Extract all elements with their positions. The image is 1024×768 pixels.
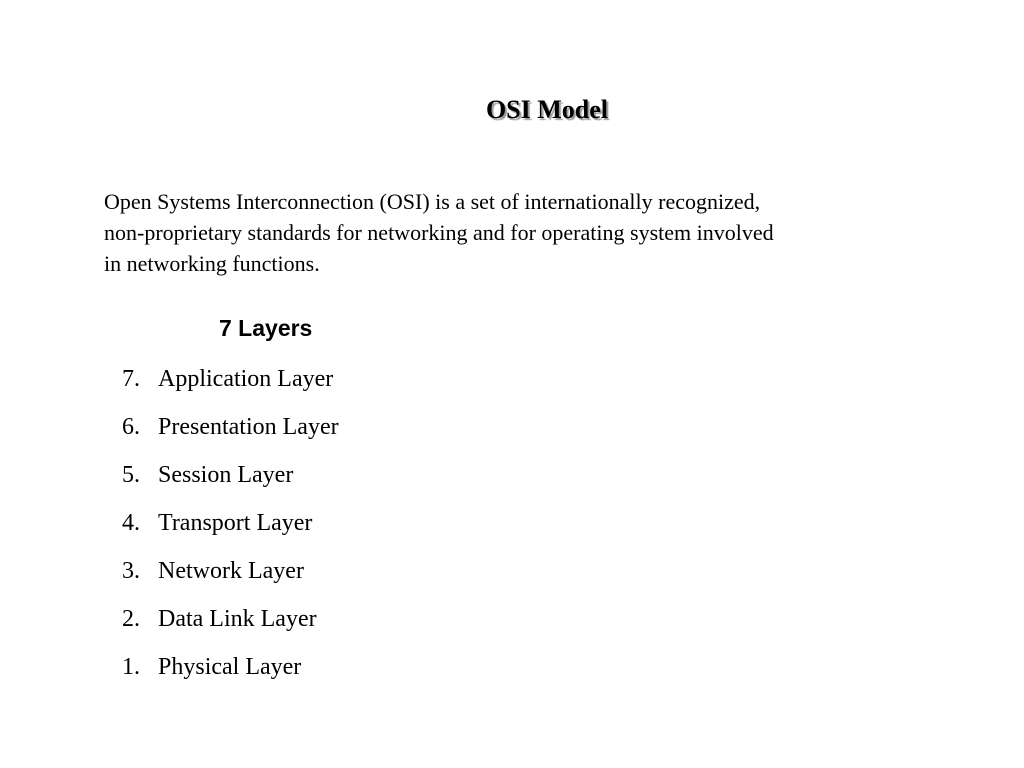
layer-name: Network Layer [158,558,304,584]
layer-number: 6. [122,414,140,440]
layer-name: Transport Layer [158,510,313,536]
layer-item: 5. Session Layer [122,458,339,506]
layer-name: Session Layer [158,462,294,488]
layer-name: Presentation Layer [158,414,339,440]
layer-name: Data Link Layer [158,606,317,632]
layer-name: Application Layer [158,366,334,392]
layer-item: 4. Transport Layer [122,506,339,554]
intro-line: Open Systems Interconnection (OSI) is a … [104,189,761,214]
layers-heading: 7 Layers [219,315,313,341]
layer-number: 7. [122,366,140,392]
layer-number: 2. [122,606,140,632]
layer-item: 7. Application Layer [122,362,339,410]
layer-number: 1. [122,654,140,680]
intro-line: in networking functions. [104,251,320,276]
layer-number: 5. [122,462,140,488]
intro-line: non-proprietary standards for networking… [104,220,774,245]
layer-item: 1. Physical Layer [122,650,339,698]
layer-number: 4. [122,510,140,536]
layer-name: Physical Layer [158,654,302,680]
layer-number: 3. [122,558,140,584]
layer-list: 7. Application Layer 6. Presentation Layer… [122,362,339,698]
layer-item: 3. Network Layer [122,554,339,602]
layer-item: 6. Presentation Layer [122,410,339,458]
slide-title: OSI Model [485,95,609,124]
intro-paragraph: Open Systems Interconnection (OSI) is a … [104,186,904,279]
layer-item: 2. Data Link Layer [122,602,339,650]
